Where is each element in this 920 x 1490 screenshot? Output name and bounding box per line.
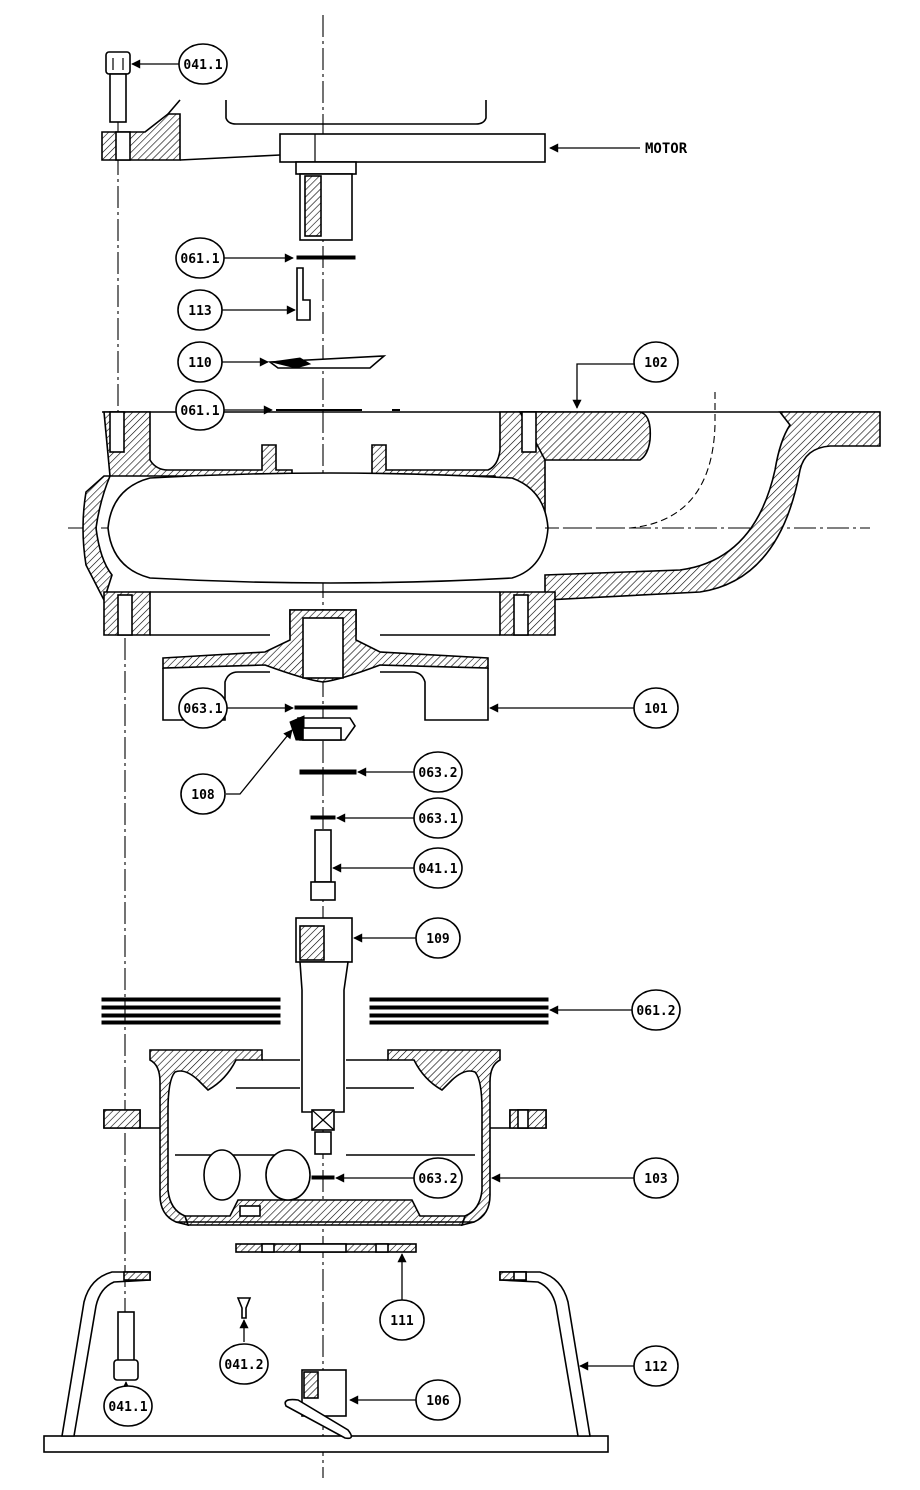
svg-text:061.2: 061.2 (636, 1004, 675, 1019)
svg-text:041.2: 041.2 (224, 1358, 263, 1373)
svg-text:041.1: 041.1 (418, 862, 457, 877)
svg-text:MOTOR: MOTOR (645, 141, 688, 157)
callout-063-2-a: 063.2 (413, 751, 463, 793)
plate-111 (235, 1243, 417, 1253)
callout-109: 109 (415, 917, 461, 959)
svg-text:063.1: 063.1 (418, 812, 457, 827)
svg-text:112: 112 (644, 1360, 667, 1375)
center-lines (68, 15, 870, 1478)
bearing-housing-103 (103, 1049, 547, 1227)
svg-text:101: 101 (644, 702, 668, 717)
callout-101: 101 (633, 687, 679, 729)
callout-102: 102 (633, 341, 679, 383)
svg-text:041.1: 041.1 (108, 1400, 147, 1415)
callout-111: 111 (379, 1299, 425, 1341)
key-113 (296, 267, 311, 321)
svg-text:063.1: 063.1 (183, 702, 222, 717)
svg-text:061.1: 061.1 (180, 404, 219, 419)
callout-063-1-a: 063.1 (178, 687, 228, 729)
callout-108: 108 (180, 773, 226, 815)
o-ring-063-1-small (310, 815, 336, 820)
svg-text:110: 110 (188, 356, 212, 371)
svg-text:063.2: 063.2 (418, 1172, 457, 1187)
svg-text:061.1: 061.1 (180, 252, 219, 267)
svg-text:063.2: 063.2 (418, 766, 457, 781)
callout-041-1-mid: 041.1 (413, 847, 463, 889)
gasket-stack-061-2 (101, 997, 549, 1025)
motor-label: MOTOR (645, 141, 688, 157)
callout-041-1-top: 041.1 (178, 43, 228, 85)
svg-text:113: 113 (188, 304, 211, 319)
callout-112: 112 (633, 1345, 679, 1387)
callout-041-2: 041.2 (219, 1343, 269, 1385)
callout-063-2-b: 063.2 (413, 1157, 463, 1199)
top-bolt (105, 51, 131, 123)
callout-061-1-a: 061.1 (175, 237, 225, 279)
svg-text:041.1: 041.1 (183, 58, 222, 73)
slinger-110 (267, 355, 387, 369)
motor-assembly (101, 99, 546, 241)
svg-text:106: 106 (426, 1394, 450, 1409)
leader-lines (121, 59, 640, 1405)
svg-text:102: 102 (644, 356, 667, 371)
callout-110: 110 (177, 341, 223, 383)
svg-text:109: 109 (426, 932, 449, 947)
callout-063-1-b: 063.1 (413, 797, 463, 839)
callout-061-1-b: 061.1 (175, 389, 225, 431)
callout-106: 106 (415, 1379, 461, 1421)
coupling-109 (295, 917, 353, 1155)
pump-casing-102 (82, 392, 881, 636)
svg-text:108: 108 (191, 788, 215, 803)
callout-113: 113 (177, 289, 223, 331)
callout-061-2: 061.2 (631, 989, 681, 1031)
impeller-101 (162, 609, 489, 721)
callout-103: 103 (633, 1157, 679, 1199)
svg-text:111: 111 (390, 1314, 414, 1329)
screw-041-2 (236, 1297, 252, 1319)
screw-041-1-mid (310, 829, 336, 901)
callout-041-1-bot: 041.1 (103, 1385, 153, 1427)
seal-parts-upper (289, 705, 358, 775)
gasket-061-1-top (296, 255, 356, 260)
stand-112 (43, 1271, 609, 1453)
svg-text:103: 103 (644, 1172, 667, 1187)
